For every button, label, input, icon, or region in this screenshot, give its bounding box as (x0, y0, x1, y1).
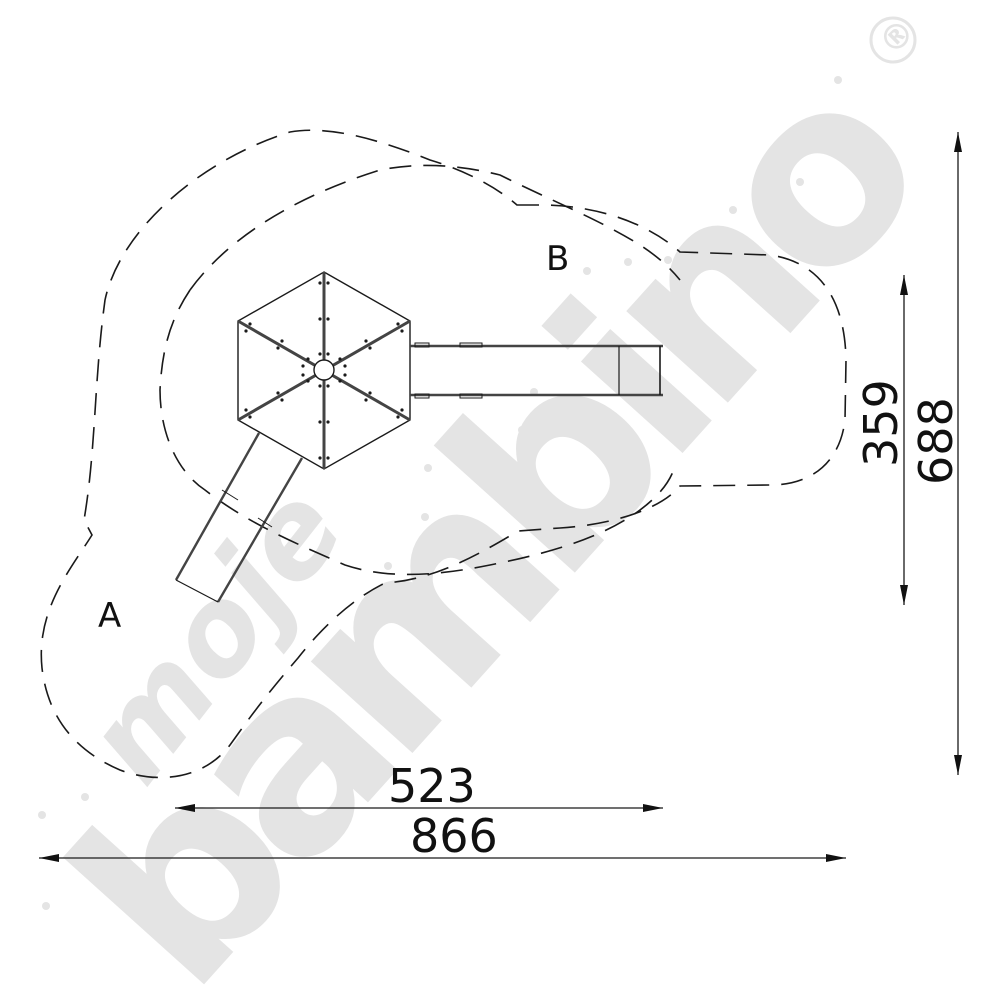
slide-east (410, 342, 663, 399)
watermark-dots (38, 76, 842, 910)
ladder-southwest (174, 432, 304, 603)
dimension-label-523: 523 (388, 759, 476, 813)
dimension-label-359: 359 (854, 379, 908, 467)
zone-label-b: B (546, 239, 569, 279)
bolt-dots (244, 281, 404, 460)
dimensions (39, 132, 962, 862)
outer-safety-zone (40, 129, 847, 779)
hexagonal-platform (237, 271, 411, 470)
zone-label-a: A (98, 596, 121, 636)
hexagon-center-hub (313, 359, 335, 381)
dimension-label-688: 688 (909, 397, 963, 485)
safety-zone-outlines (40, 129, 847, 779)
inner-safety-zone-lower (159, 289, 677, 576)
registered-mark: ® (869, 11, 923, 64)
dimension-label-866: 866 (410, 809, 498, 863)
inner-safety-zone (189, 164, 681, 291)
